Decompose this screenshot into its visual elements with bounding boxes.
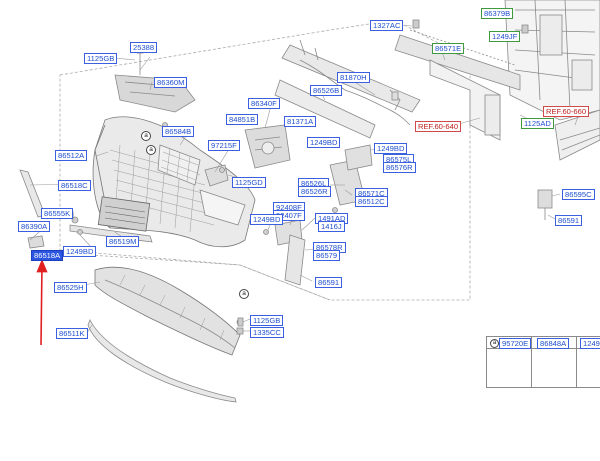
part-label-84851b[interactable]: 84851B xyxy=(226,114,259,125)
legend-col-1: a 95720E xyxy=(487,337,532,387)
part-label-86576r[interactable]: 86576R xyxy=(383,162,416,173)
part-label-86525h[interactable]: 86525H xyxy=(54,282,87,293)
part-label-86591[interactable]: 86591 xyxy=(315,277,343,288)
legend-table: a 95720E 86848A 1249 xyxy=(486,336,600,388)
part-label-1125gb-lower[interactable]: 1125GB xyxy=(250,315,284,326)
part-label-86519m[interactable]: 86519M xyxy=(106,236,140,247)
part-label-86595c[interactable]: 86595C xyxy=(562,189,595,200)
tow-hook-cover xyxy=(27,235,45,249)
callout-a-2: a xyxy=(146,145,156,155)
callout-a-3: a xyxy=(239,289,249,299)
lower-skid-plate xyxy=(94,266,241,356)
part-label-86579[interactable]: 86579 xyxy=(313,250,341,261)
ref-label-60-640[interactable]: REF.60-640 xyxy=(415,121,462,132)
legend-label-95720e[interactable]: 95720E xyxy=(499,338,532,349)
part-label-1249bd[interactable]: 1249BD xyxy=(63,246,97,257)
part-label-81371a[interactable]: 81371A xyxy=(284,116,317,127)
part-label-1249bd-2[interactable]: 1249BD xyxy=(307,137,341,148)
part-label-1416j[interactable]: 1416J xyxy=(318,221,345,232)
part-label-86512a[interactable]: 86512A xyxy=(55,150,88,161)
part-label-86511k[interactable]: 86511K xyxy=(56,328,88,339)
wiring-harness xyxy=(299,59,411,126)
assembly-outline xyxy=(59,19,471,301)
ref-label-60-660[interactable]: REF.60-660 xyxy=(543,106,590,117)
front-bumper-cover xyxy=(92,116,256,248)
part-label-86340f[interactable]: 86340F xyxy=(248,98,280,109)
callout-a-1: a xyxy=(141,131,151,141)
part-label-86555k[interactable]: 86555K xyxy=(41,208,74,219)
part-label-1125gb[interactable]: 1125GB xyxy=(84,53,118,64)
part-label-86390a[interactable]: 86390A xyxy=(18,221,51,232)
part-label-1249bd-3[interactable]: 1249BD xyxy=(374,143,408,154)
part-label-1249jf[interactable]: 1249JF xyxy=(489,31,521,42)
part-label-86526b[interactable]: 86526B xyxy=(310,85,343,96)
part-label-1125gd[interactable]: 1125GD xyxy=(232,177,266,188)
radiator-support-frame xyxy=(504,0,600,121)
part-label-1335cc[interactable]: 1335CC xyxy=(250,327,284,338)
part-label-86518a-selected[interactable]: 86518A xyxy=(31,250,64,261)
part-label-97215f[interactable]: 97215F xyxy=(208,140,240,151)
legend-label-86848a[interactable]: 86848A xyxy=(537,338,570,349)
legend-col-3: 1249 xyxy=(576,337,600,387)
part-label-86526r[interactable]: 86526R xyxy=(298,186,331,197)
part-label-86512c[interactable]: 86512C xyxy=(355,196,388,207)
lower-lip-spoiler xyxy=(87,319,237,403)
part-label-86571e[interactable]: 86571E xyxy=(432,43,465,54)
camera-bracket xyxy=(244,124,291,169)
part-label-1327ac[interactable]: 1327AC xyxy=(370,20,404,31)
legend-mark-a: a xyxy=(490,339,499,348)
part-label-86360m[interactable]: 86360M xyxy=(154,77,188,88)
legend-label-1249[interactable]: 1249 xyxy=(580,338,600,349)
bumper-impact-beam xyxy=(394,29,521,141)
part-label-81870h[interactable]: 81870H xyxy=(337,72,370,83)
highlight-arrow xyxy=(36,258,48,346)
part-label-86379b[interactable]: 86379B xyxy=(481,8,514,19)
part-label-86518c[interactable]: 86518C xyxy=(58,180,91,191)
parking-sensor xyxy=(537,189,553,220)
grille-insert xyxy=(157,144,201,186)
part-label-86584b[interactable]: 86584B xyxy=(162,126,195,137)
legend-col-2: 86848A xyxy=(531,337,577,387)
part-label-86591-right[interactable]: 86591 xyxy=(555,215,583,226)
part-label-1249bd-4[interactable]: 1249BD xyxy=(250,214,284,225)
part-label-25388[interactable]: 25388 xyxy=(130,42,158,53)
part-label-1125ad[interactable]: 1125AD xyxy=(521,118,554,129)
